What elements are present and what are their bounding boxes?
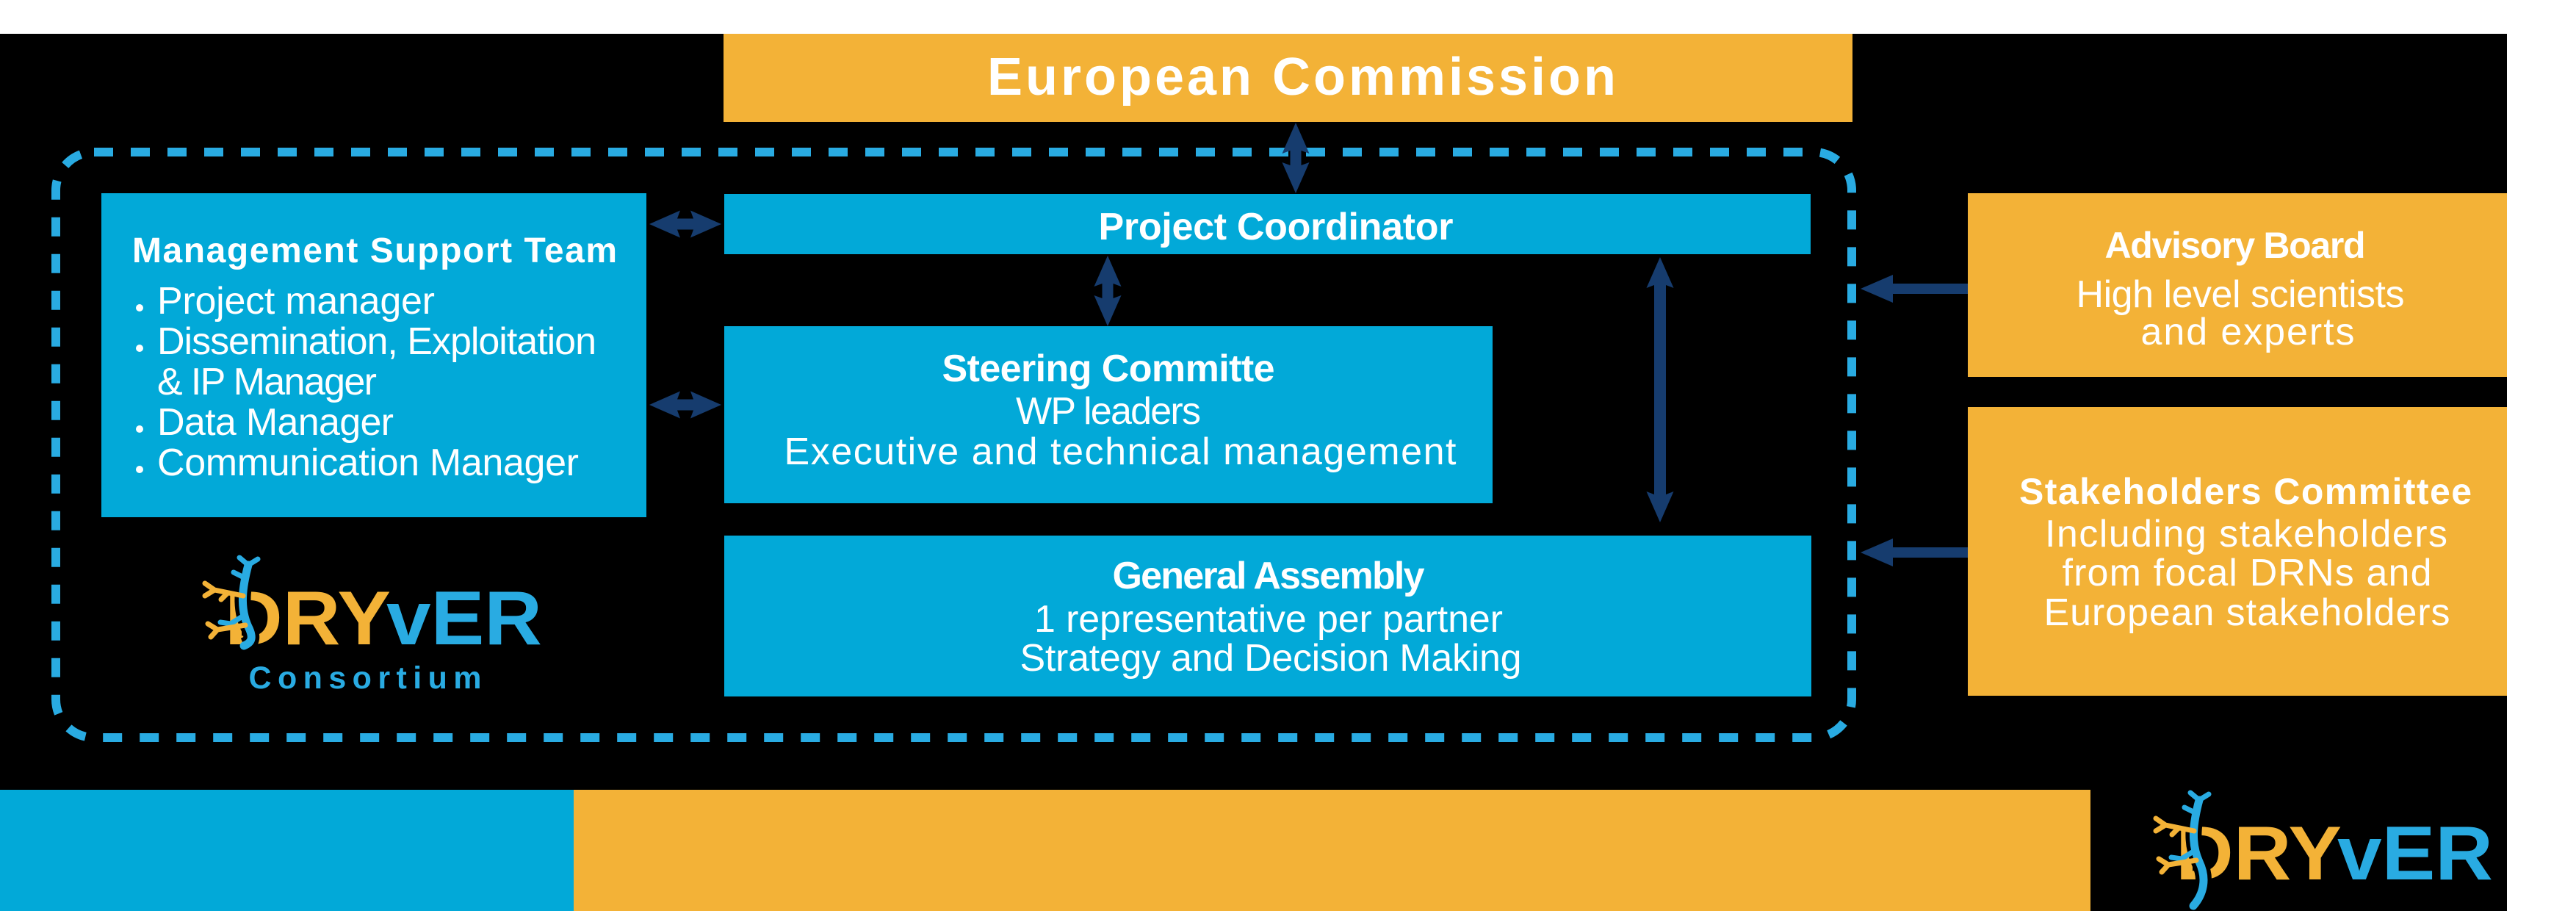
svg-text:from focal DRNs and: from focal DRNs and [2063,552,2432,594]
svg-text:Consortium: Consortium [249,660,482,696]
svg-text:Stakeholders Committee: Stakeholders Committee [2019,471,2472,512]
svg-text:Communication Manager: Communication Manager [157,442,579,484]
svg-text:& IP Manager: & IP Manager [157,361,377,403]
svg-text:Management Support Team: Management Support Team [132,231,617,270]
svg-text:Dissemination, Exploitation: Dissemination, Exploitation [157,320,596,363]
svg-text:1 representative per partner: 1 representative per partner [1034,598,1503,641]
svg-text:Strategy and Decision Making: Strategy and Decision Making [1020,637,1522,680]
svg-text:General Assembly: General Assembly [1113,555,1425,597]
svg-text:High level scientists: High level scientists [2077,273,2405,316]
svg-text:Steering Committe: Steering Committe [942,348,1275,390]
svg-text:Executive and technical manage: Executive and technical management [784,431,1457,473]
svg-text:European Commission: European Commission [987,48,1616,107]
svg-text:Including stakeholders: Including stakeholders [2045,513,2447,555]
svg-text:Data Manager: Data Manager [157,401,394,444]
svg-text:and experts: and experts [2141,311,2355,353]
svg-text:European stakeholders: European stakeholders [2044,591,2450,634]
svg-text:WP leaders: WP leaders [1016,390,1201,433]
svg-text:Advisory Board: Advisory Board [2105,225,2366,266]
svg-text:Project manager: Project manager [157,280,435,323]
svg-text:Project Coordinator: Project Coordinator [1099,206,1454,248]
